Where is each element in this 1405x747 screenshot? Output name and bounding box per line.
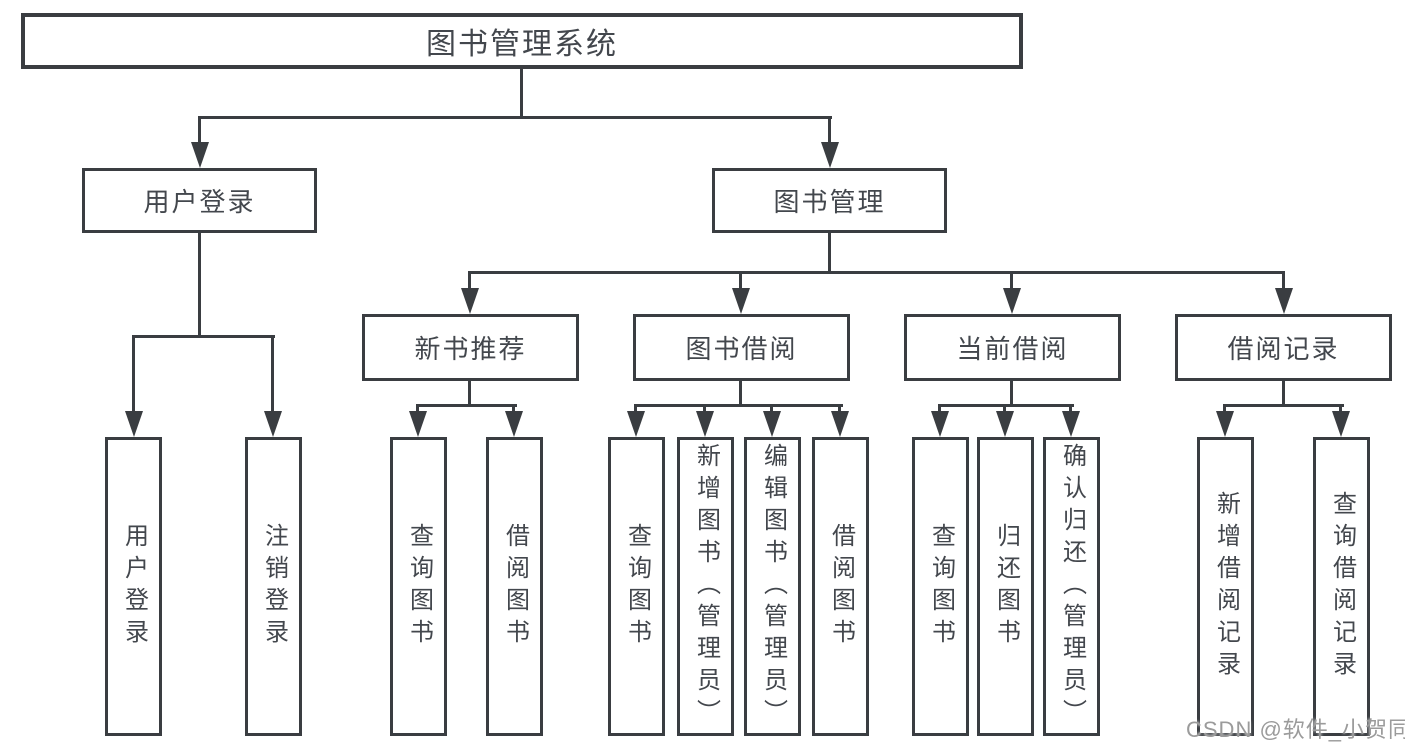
leaf-edit-book-admin: 编辑图书（管理员） bbox=[744, 437, 801, 736]
arrow-down-icon bbox=[1062, 411, 1080, 437]
leaf-logout: 注销登录 bbox=[245, 437, 302, 736]
connector-records-stem bbox=[1282, 381, 1285, 407]
arrow-down-icon bbox=[831, 411, 849, 437]
connector-drop bbox=[271, 335, 274, 415]
leaf-return-books: 归还图书 bbox=[977, 437, 1034, 736]
connector-bookmgmt-bar bbox=[468, 271, 1285, 274]
connector-drop bbox=[1069, 404, 1072, 414]
leaf-query-books-recommend: 查询图书 bbox=[390, 437, 447, 736]
connector-drop bbox=[468, 271, 471, 291]
arrow-down-icon bbox=[763, 411, 781, 437]
node-label: 用户登录 bbox=[143, 187, 256, 217]
node-label: 借阅图书 bbox=[827, 522, 855, 651]
node-label: 归还图书 bbox=[992, 522, 1020, 651]
node-label: 图书管理系统 bbox=[426, 28, 618, 61]
connector-userlogin-bar bbox=[132, 335, 275, 338]
connector-drop bbox=[703, 404, 706, 414]
node-label: 查询图书 bbox=[623, 522, 651, 651]
node-current-borrow: 当前借阅 bbox=[904, 314, 1121, 381]
node-label: 借阅图书 bbox=[501, 522, 529, 651]
arrow-down-icon bbox=[505, 411, 523, 437]
leaf-add-borrow-record: 新增借阅记录 bbox=[1197, 437, 1254, 736]
arrow-down-icon bbox=[191, 142, 209, 168]
connector-drop bbox=[739, 271, 742, 291]
arrow-down-icon bbox=[461, 288, 479, 314]
connector-recommend-stem bbox=[468, 381, 471, 407]
arrow-down-icon bbox=[821, 142, 839, 168]
node-root-system: 图书管理系统 bbox=[21, 13, 1023, 69]
connector-userlogin-stem bbox=[198, 233, 201, 338]
node-book-management: 图书管理 bbox=[712, 168, 947, 233]
node-label: 查询图书 bbox=[405, 522, 433, 651]
connector-borrow-stem bbox=[739, 381, 742, 407]
connector-drop-book-mgmt bbox=[828, 116, 831, 150]
connector-root-stem bbox=[520, 69, 523, 118]
connector-drop bbox=[132, 335, 135, 415]
leaf-borrow-books-recommend: 借阅图书 bbox=[486, 437, 543, 736]
arrow-down-icon bbox=[931, 411, 949, 437]
connector-bookmgmt-stem bbox=[828, 233, 831, 274]
connector-drop bbox=[1282, 271, 1285, 291]
arrow-down-icon bbox=[627, 411, 645, 437]
arrow-down-icon bbox=[1003, 288, 1021, 314]
arrow-down-icon bbox=[732, 288, 750, 314]
connector-drop bbox=[1223, 404, 1226, 414]
node-user-login: 用户登录 bbox=[82, 168, 317, 233]
connector-drop bbox=[1003, 404, 1006, 414]
leaf-confirm-return-admin: 确认归还（管理员） bbox=[1043, 437, 1100, 736]
leaf-query-borrow-record: 查询借阅记录 bbox=[1313, 437, 1370, 736]
watermark: CSDN @软件_小贺同学 bbox=[1186, 717, 1405, 742]
node-label: 图书借阅 bbox=[685, 334, 798, 364]
leaf-add-book-admin: 新增图书（管理员） bbox=[677, 437, 734, 736]
node-label: 图书管理 bbox=[773, 187, 886, 217]
node-label: 新书推荐 bbox=[414, 334, 527, 364]
connector-drop bbox=[1339, 404, 1342, 414]
connector-drop bbox=[838, 404, 841, 414]
node-label: 确认归还（管理员） bbox=[1058, 442, 1086, 731]
connector-root-bar bbox=[198, 116, 832, 119]
arrow-down-icon bbox=[696, 411, 714, 437]
connector-drop-user-login bbox=[198, 116, 201, 150]
leaf-query-books-current: 查询图书 bbox=[912, 437, 969, 736]
connector-records-bar bbox=[1223, 404, 1344, 407]
arrow-down-icon bbox=[1332, 411, 1350, 437]
leaf-borrow-books: 借阅图书 bbox=[812, 437, 869, 736]
node-new-book-recommend: 新书推荐 bbox=[362, 314, 579, 381]
node-label: 用户登录 bbox=[120, 522, 148, 651]
node-borrow-records: 借阅记录 bbox=[1175, 314, 1392, 381]
connector-recommend-bar bbox=[416, 404, 517, 407]
connector-drop bbox=[1010, 271, 1013, 291]
connector-drop bbox=[938, 404, 941, 414]
arrow-down-icon bbox=[996, 411, 1014, 437]
leaf-user-login: 用户登录 bbox=[105, 437, 162, 736]
arrow-down-icon bbox=[1216, 411, 1234, 437]
connector-current-stem bbox=[1010, 381, 1013, 407]
leaf-query-books-borrow: 查询图书 bbox=[608, 437, 665, 736]
node-label: 注销登录 bbox=[260, 522, 288, 651]
connector-drop bbox=[416, 404, 419, 414]
node-label: 当前借阅 bbox=[956, 334, 1069, 364]
arrow-down-icon bbox=[264, 411, 282, 437]
arrow-down-icon bbox=[409, 411, 427, 437]
connector-drop bbox=[770, 404, 773, 414]
node-book-borrow: 图书借阅 bbox=[633, 314, 850, 381]
node-label: 新增借阅记录 bbox=[1212, 490, 1240, 683]
connector-drop bbox=[512, 404, 515, 414]
node-label: 编辑图书（管理员） bbox=[759, 442, 787, 731]
node-label: 查询借阅记录 bbox=[1328, 490, 1356, 683]
node-label: 借阅记录 bbox=[1227, 334, 1340, 364]
connector-current-bar bbox=[938, 404, 1074, 407]
node-label: 新增图书（管理员） bbox=[692, 442, 720, 731]
arrow-down-icon bbox=[1275, 288, 1293, 314]
arrow-down-icon bbox=[125, 411, 143, 437]
node-label: 查询图书 bbox=[927, 522, 955, 651]
connector-borrow-bar bbox=[634, 404, 843, 407]
connector-drop bbox=[634, 404, 637, 414]
